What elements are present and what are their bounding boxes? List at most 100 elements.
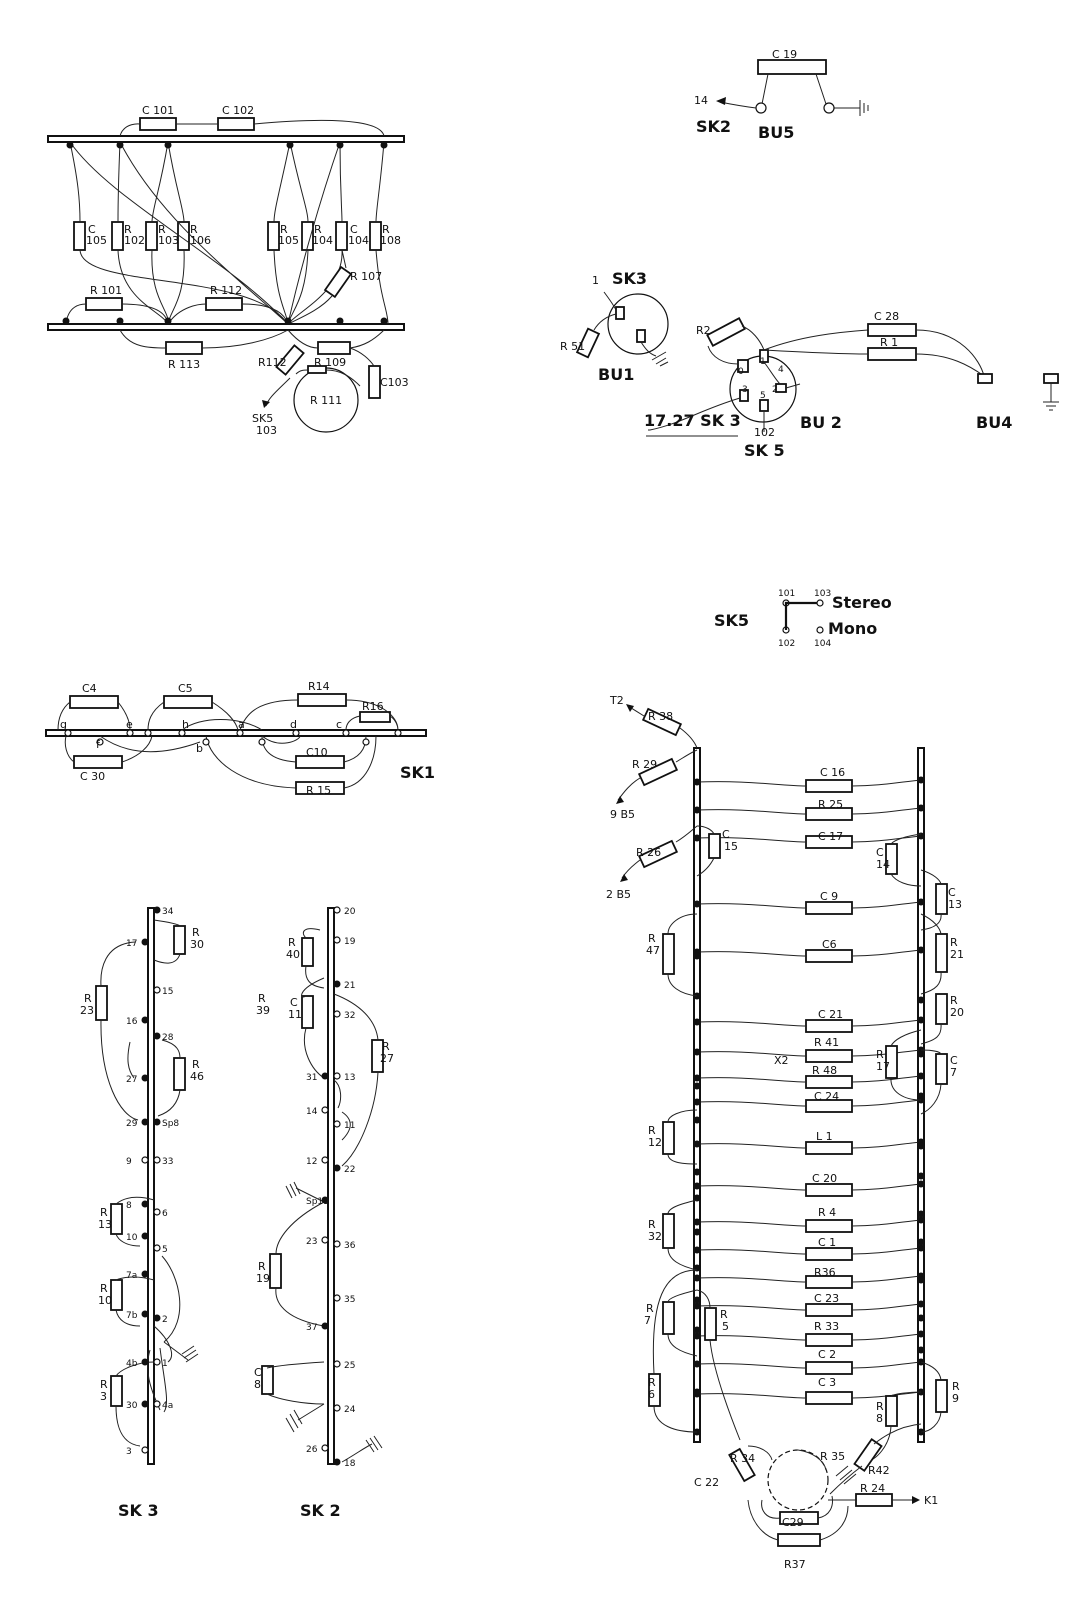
pin-terminal [333,1072,341,1080]
component-label: C4 [82,682,97,695]
pin-terminal [333,1294,341,1302]
component-label: C 2 [818,1348,836,1361]
pin-label: 2 [162,1315,168,1325]
component-label: 46 [190,1070,204,1083]
component-label: 8 [254,1378,261,1391]
wire [696,1183,922,1191]
wire [696,1075,922,1083]
pin-terminal [333,1360,341,1368]
component-label: 3 [100,1390,107,1403]
component-label: R [648,932,656,945]
component-label: C [88,223,96,236]
component-label: X2 [774,1054,789,1067]
component-label: 15 [724,840,738,853]
component-label: R36 [814,1266,836,1279]
wire [696,1141,922,1149]
component-label: C6 [822,938,837,951]
pin-terminal [917,776,925,784]
component-label: 11 [288,1008,302,1021]
pin-terminal [693,1218,701,1226]
component-label: 30 [190,938,204,951]
pin-label: 0 [738,367,744,377]
component-label: C 17 [818,830,843,843]
component-label: C 102 [222,104,254,117]
component-label: 13 [98,1218,112,1231]
pin-terminal [333,1404,341,1412]
component-label: 7 [950,1066,957,1079]
wire [696,1275,922,1283]
component-label: R 33 [814,1320,839,1333]
pin-terminal [693,952,701,960]
c28-label: C 28 [874,310,899,323]
pin-terminal [917,1330,925,1338]
component-label: R [950,936,958,949]
pin-label: 32 [344,1011,355,1021]
component-label: 103 [158,234,179,247]
pin-label: 1 [760,357,766,367]
component-label: R14 [308,680,330,693]
r51-label: R 51 [560,340,585,353]
component-label: C 21 [818,1008,843,1021]
component-body [805,1049,853,1063]
component-body [805,1019,853,1033]
component-label: R [258,992,266,1005]
component-label: R [314,223,322,236]
pin-terminal [141,1446,149,1454]
component-label: C10 [306,746,328,759]
component-label: R [190,223,198,236]
component-label: 32 [648,1230,662,1243]
sk5-switch [782,599,824,634]
pin-label: 21 [344,981,355,991]
component-label: 104 [312,234,333,247]
pin-terminal [917,1050,925,1058]
bu5-label: BU5 [758,123,794,142]
pin-terminal [693,1296,701,1304]
pin-102-label: 102 [754,426,775,439]
component-label: 6 [648,1388,655,1401]
stereo-label: Stereo [832,593,892,612]
component-label: C 20 [812,1172,837,1185]
r1-label: R 1 [880,336,898,349]
pin-terminal [153,906,161,914]
component-label: 2 B5 [606,888,631,901]
pin-terminal [693,778,701,786]
pin-label: 7b [126,1311,138,1321]
component-label: R [950,994,958,1007]
bu4-label: BU4 [976,413,1012,432]
component-label: C 22 [694,1476,719,1489]
component-label: 104 [348,234,369,247]
pin-terminal [693,1228,701,1236]
pin-terminal [693,1194,701,1202]
pin-label: 11 [344,1121,355,1131]
pin-label: 6 [162,1209,168,1219]
component-label: R 101 [90,284,122,297]
component-label: C [948,886,956,899]
pin-terminal [693,1326,701,1334]
component-label: 21 [950,948,964,961]
component-label: 47 [646,944,660,957]
component-label: R 26 [636,846,661,859]
pin-terminal [321,1444,329,1452]
component-label: 39 [256,1004,270,1017]
pin-label: 3 [126,1447,132,1457]
component-label: R [382,223,390,236]
pin-label: 24 [344,1405,356,1415]
pin-terminal [917,946,925,954]
pin-label: 101 [778,589,795,599]
pin-label: 4b [126,1359,138,1369]
main-board [616,704,948,1547]
pin-label: d [290,718,297,731]
component-label: R [648,1124,656,1137]
component-label: C5 [178,682,193,695]
pin-terminal [141,1118,149,1126]
pin-terminal [141,938,149,946]
component-body [805,1361,853,1375]
sk5-switch-label: SK5 [714,611,749,630]
component-label: 9 B5 [610,808,635,821]
pin-label: 10 [126,1233,138,1243]
component-label: 106 [190,234,211,247]
pin-terminal [917,1346,925,1354]
pin-terminal [141,1200,149,1208]
component-label: R [876,1400,884,1413]
pin-label: 23 [306,1237,317,1247]
